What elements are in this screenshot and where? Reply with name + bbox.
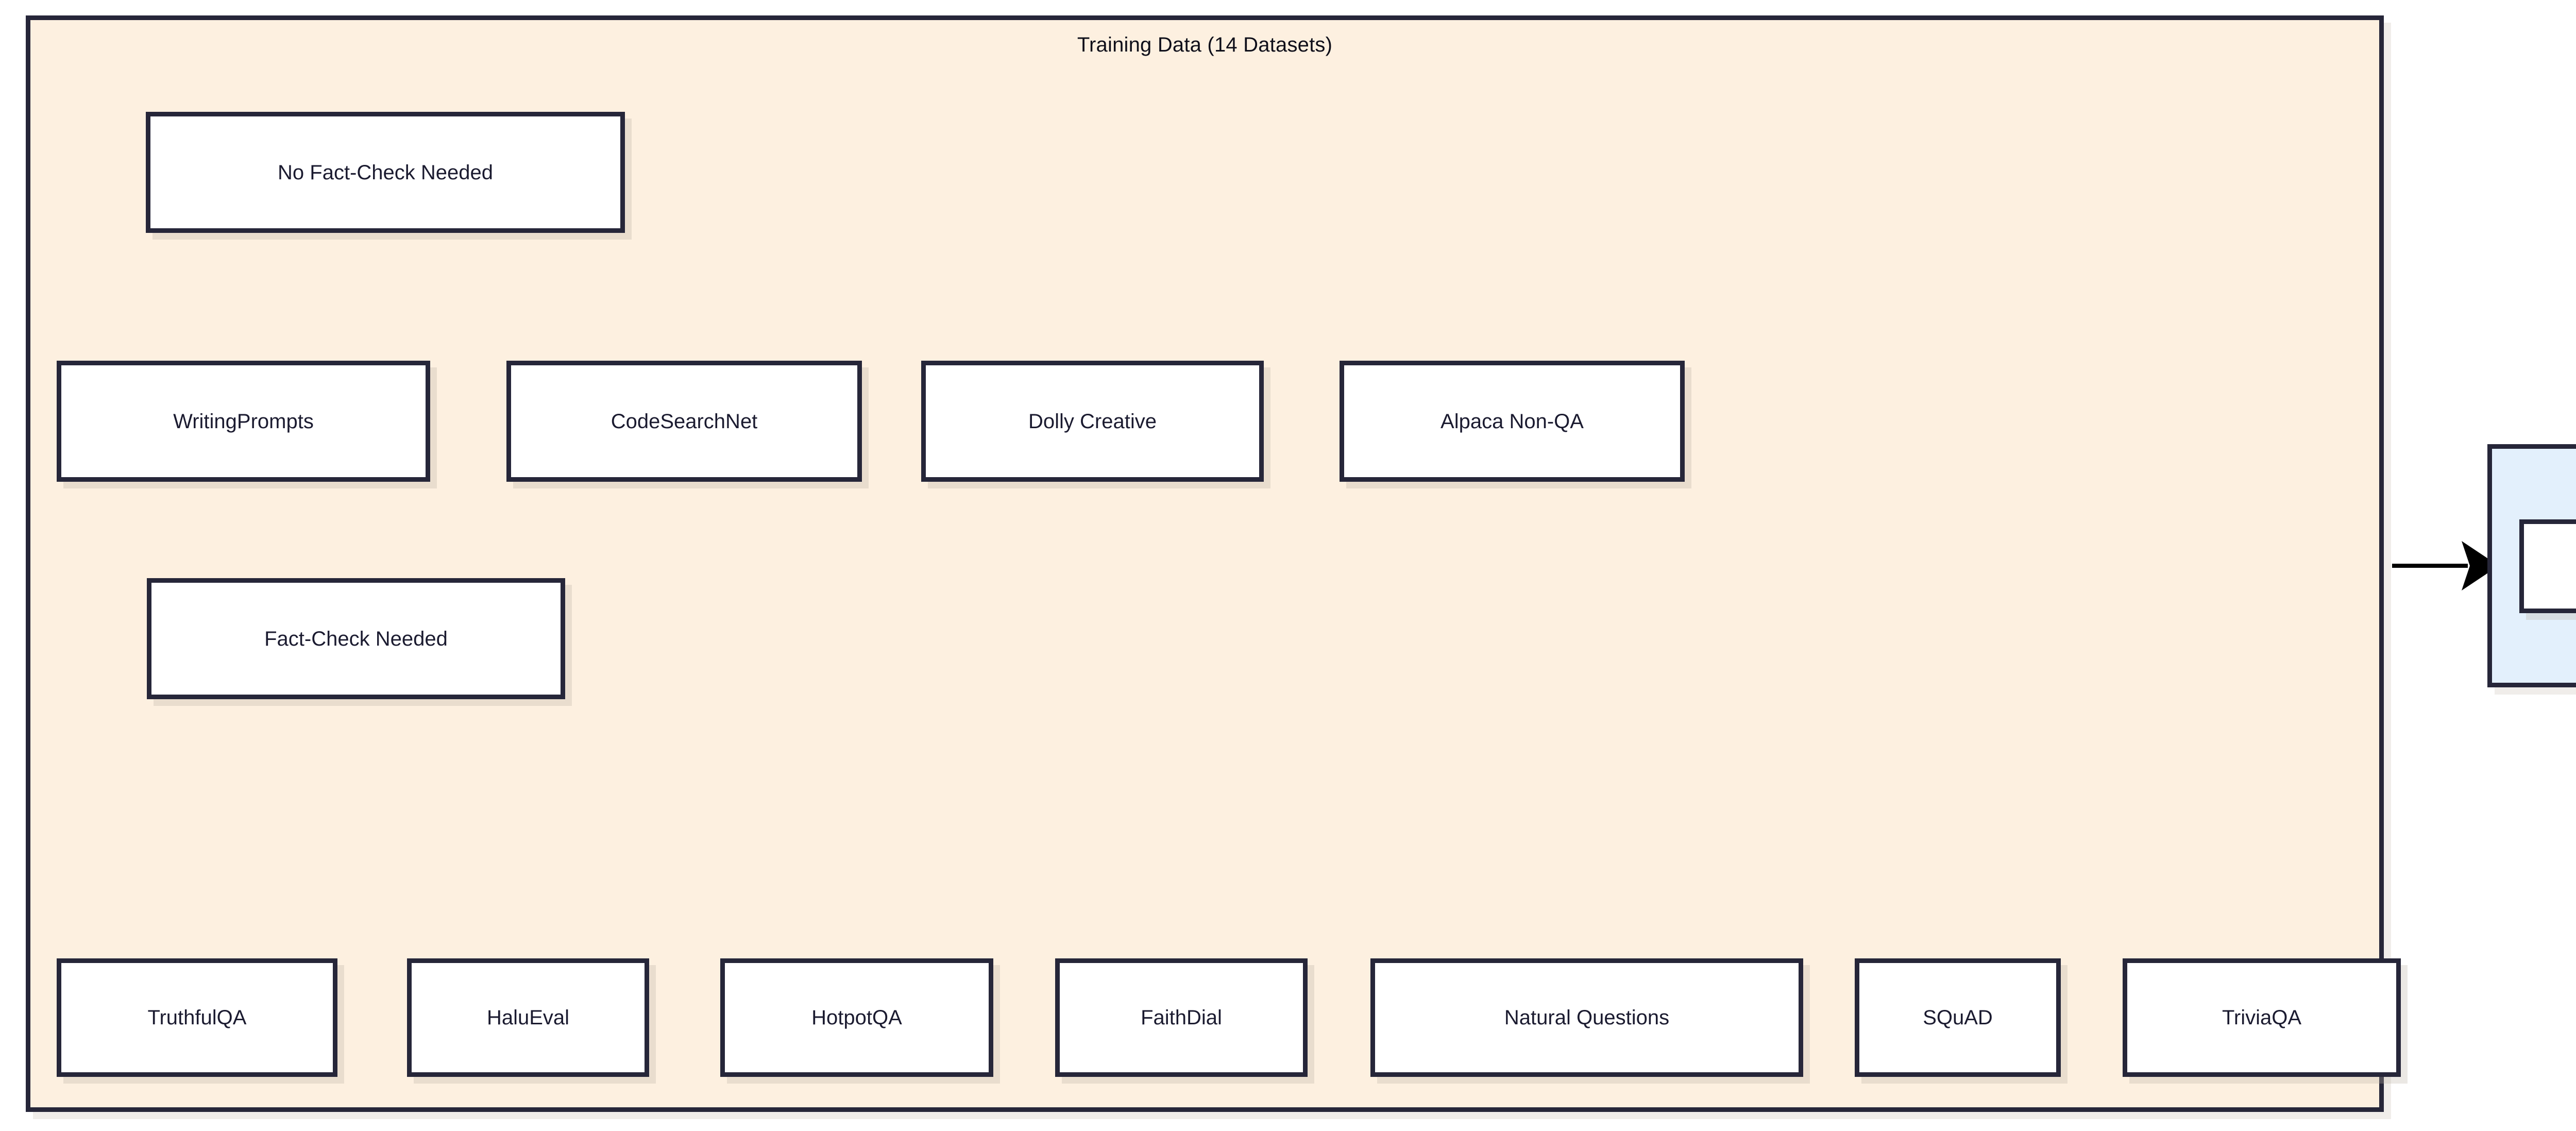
- node-alpaca-non-qa[interactable]: Alpaca Non-QA: [1340, 361, 1685, 482]
- node-halueval[interactable]: HaluEval: [407, 958, 649, 1077]
- node-dolly-creative[interactable]: Dolly Creative: [921, 361, 1264, 482]
- node-label: Fact-Check Needed: [264, 627, 448, 650]
- node-label: HaluEval: [486, 1006, 570, 1029]
- node-triviaqa[interactable]: TriviaQA: [2123, 958, 2401, 1077]
- node-label: Dolly Creative: [1028, 410, 1157, 433]
- node-label: WritingPrompts: [173, 410, 314, 433]
- node-label: No Fact-Check Needed: [278, 161, 493, 184]
- node-label: FaithDial: [1141, 1006, 1222, 1029]
- node-label: SQuAD: [1923, 1006, 1993, 1029]
- node-squad[interactable]: SQuAD: [1855, 958, 2061, 1077]
- cluster-halugate-sentinel-title: HaluGate Sentinel: [2492, 464, 2576, 485]
- node-modernbert-base[interactable]: ModernBERT Base: [2519, 519, 2576, 613]
- node-fact-check-needed[interactable]: Fact-Check Needed: [147, 578, 565, 699]
- node-label: TriviaQA: [2222, 1006, 2302, 1029]
- node-hotpotqa[interactable]: HotpotQA: [720, 958, 993, 1077]
- node-codesearchnet[interactable]: CodeSearchNet: [506, 361, 862, 482]
- cluster-training-data-title: Training Data (14 Datasets): [1077, 33, 1333, 56]
- node-faithdial[interactable]: FaithDial: [1055, 958, 1308, 1077]
- node-label: Natural Questions: [1504, 1006, 1670, 1029]
- node-writingprompts[interactable]: WritingPrompts: [57, 361, 430, 482]
- node-label: HotpotQA: [811, 1006, 902, 1029]
- node-no-fact-check-needed[interactable]: No Fact-Check Needed: [146, 112, 625, 233]
- node-label: CodeSearchNet: [611, 410, 758, 433]
- node-truthfulqa[interactable]: TruthfulQA: [57, 958, 337, 1077]
- node-label: TruthfulQA: [147, 1006, 247, 1029]
- node-natural-questions[interactable]: Natural Questions: [1370, 958, 1803, 1077]
- node-label: Alpaca Non-QA: [1440, 410, 1584, 433]
